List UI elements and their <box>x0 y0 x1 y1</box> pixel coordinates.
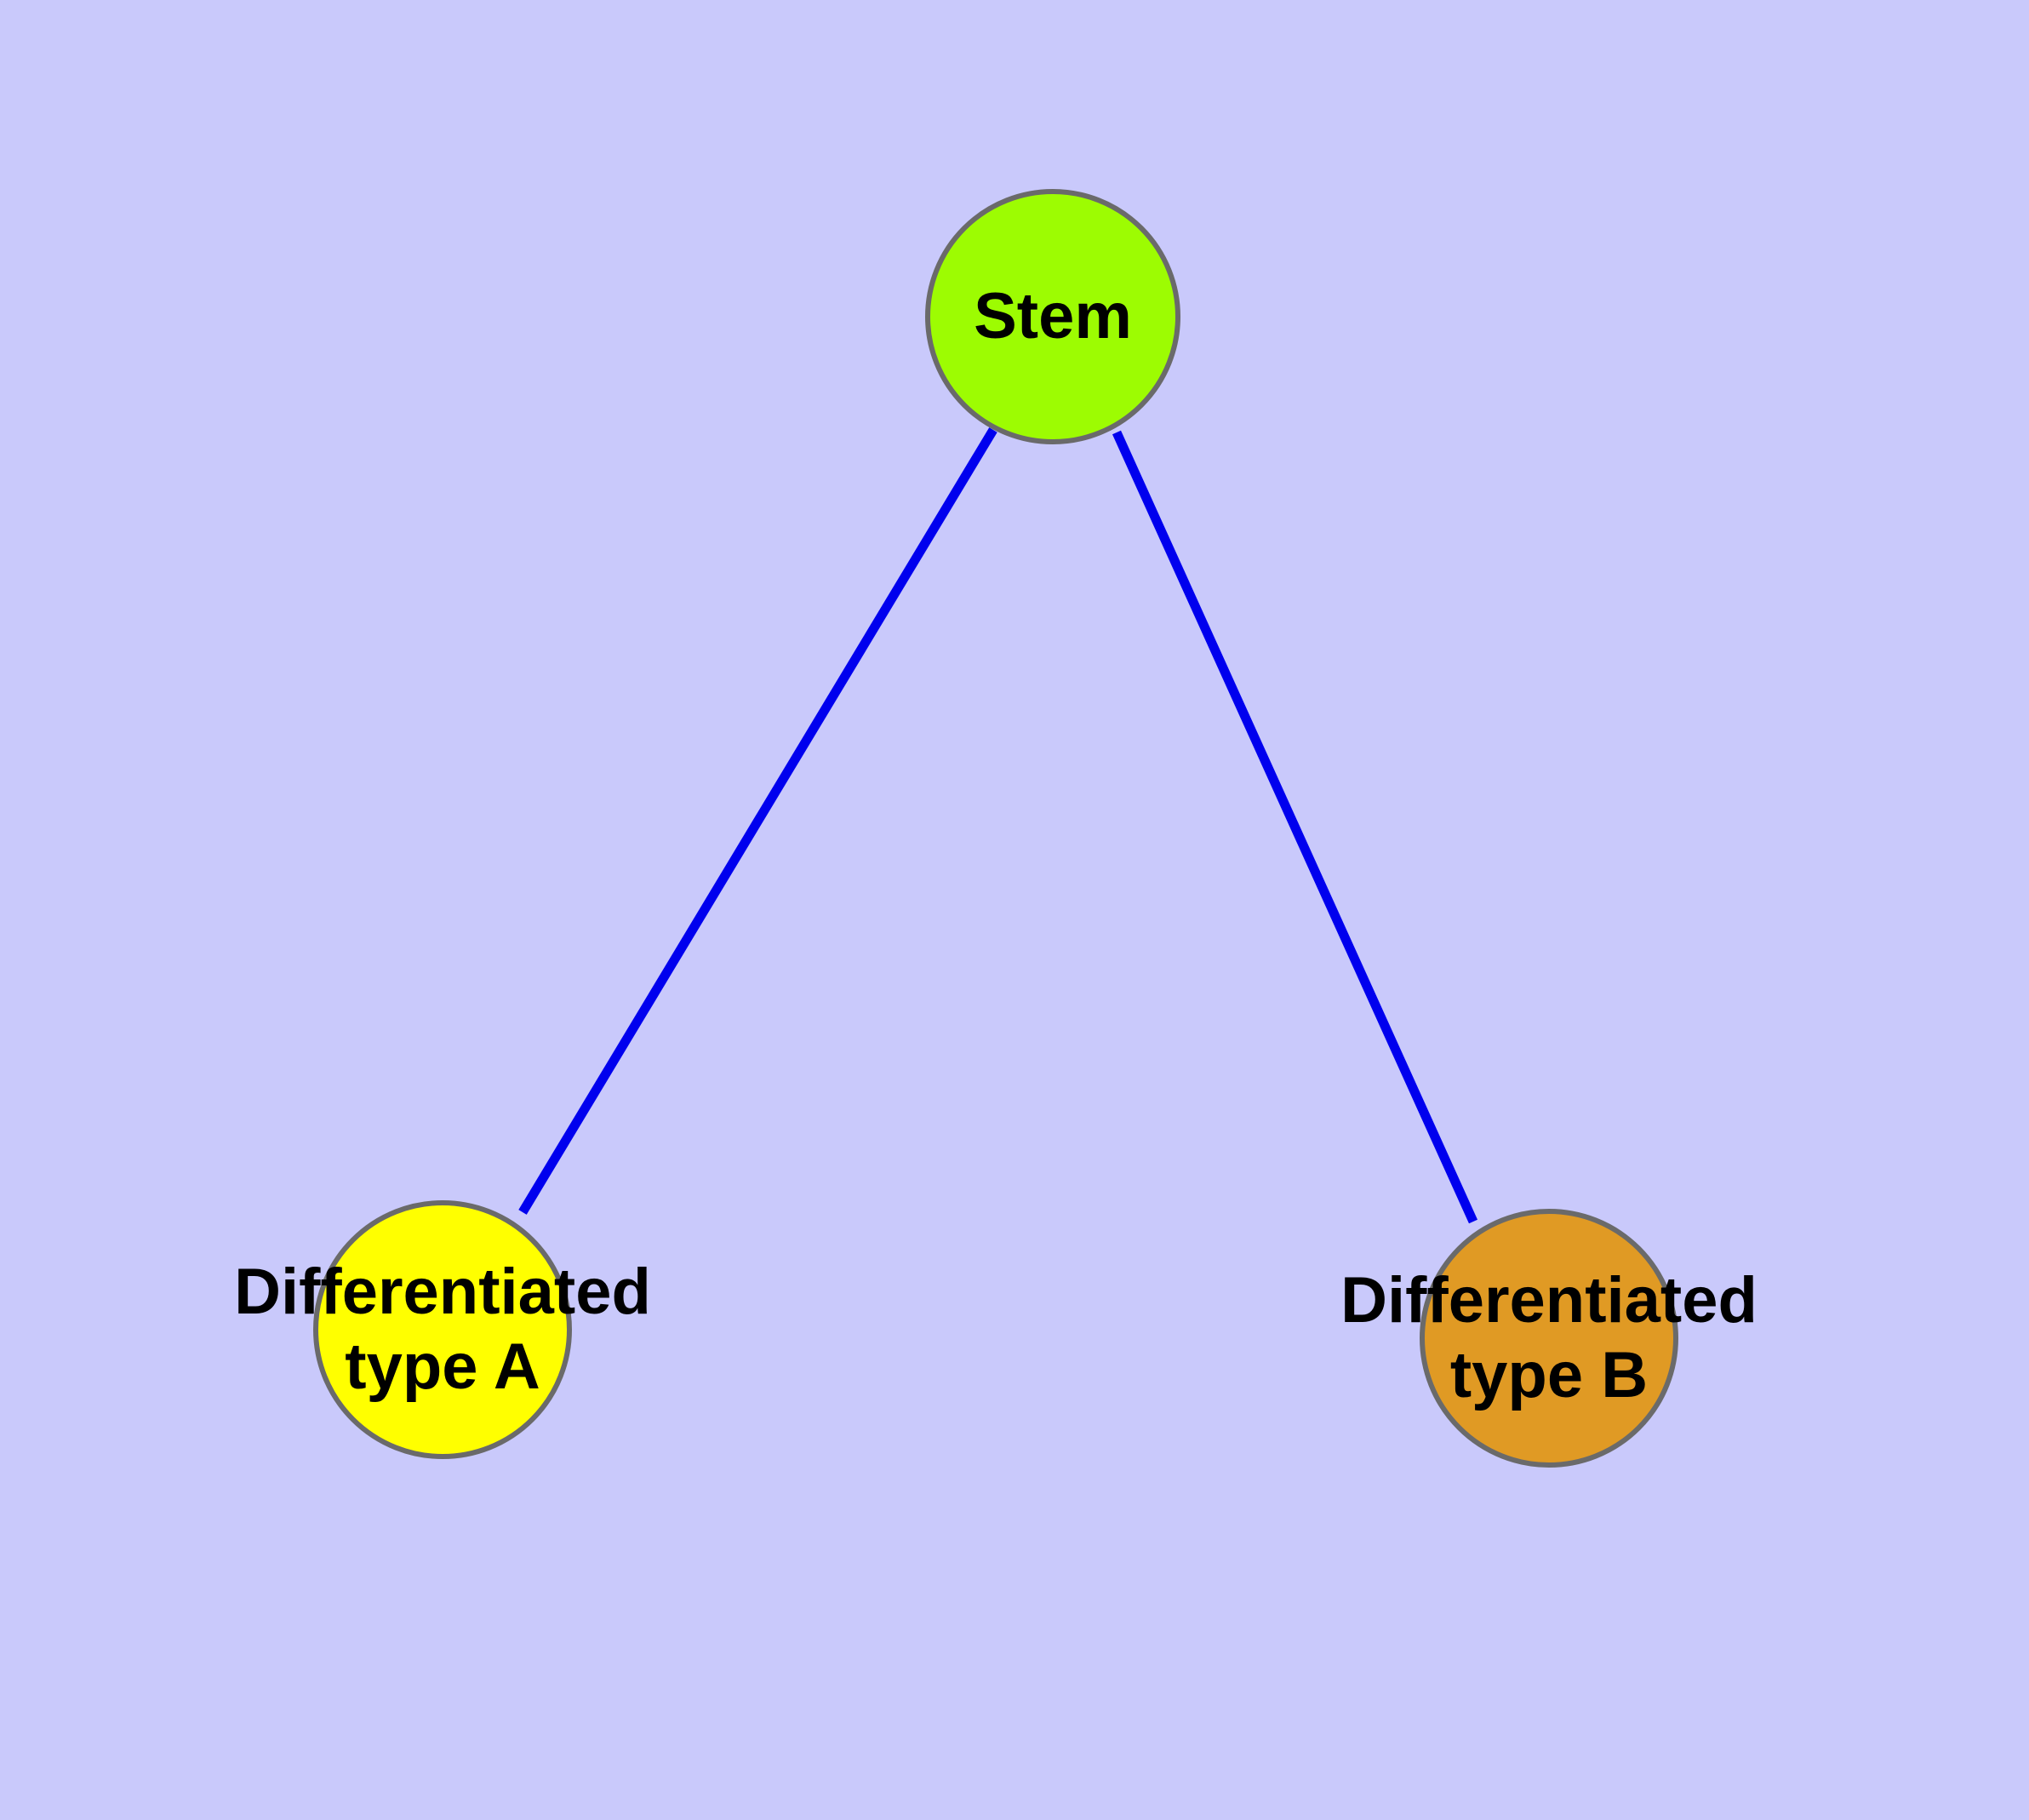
node-differentiated-type-b[interactable]: Differentiated type B <box>1340 1209 1758 1468</box>
node-differentiated-type-a[interactable]: Differentiated type A <box>234 1200 651 1459</box>
node-stem[interactable]: Stem <box>925 189 1180 444</box>
edge-stem-to-differentiated-type-b <box>1112 430 1478 1224</box>
node-stem-label: Stem <box>974 279 1132 352</box>
edge-stem-to-differentiated-type-a <box>518 427 997 1215</box>
